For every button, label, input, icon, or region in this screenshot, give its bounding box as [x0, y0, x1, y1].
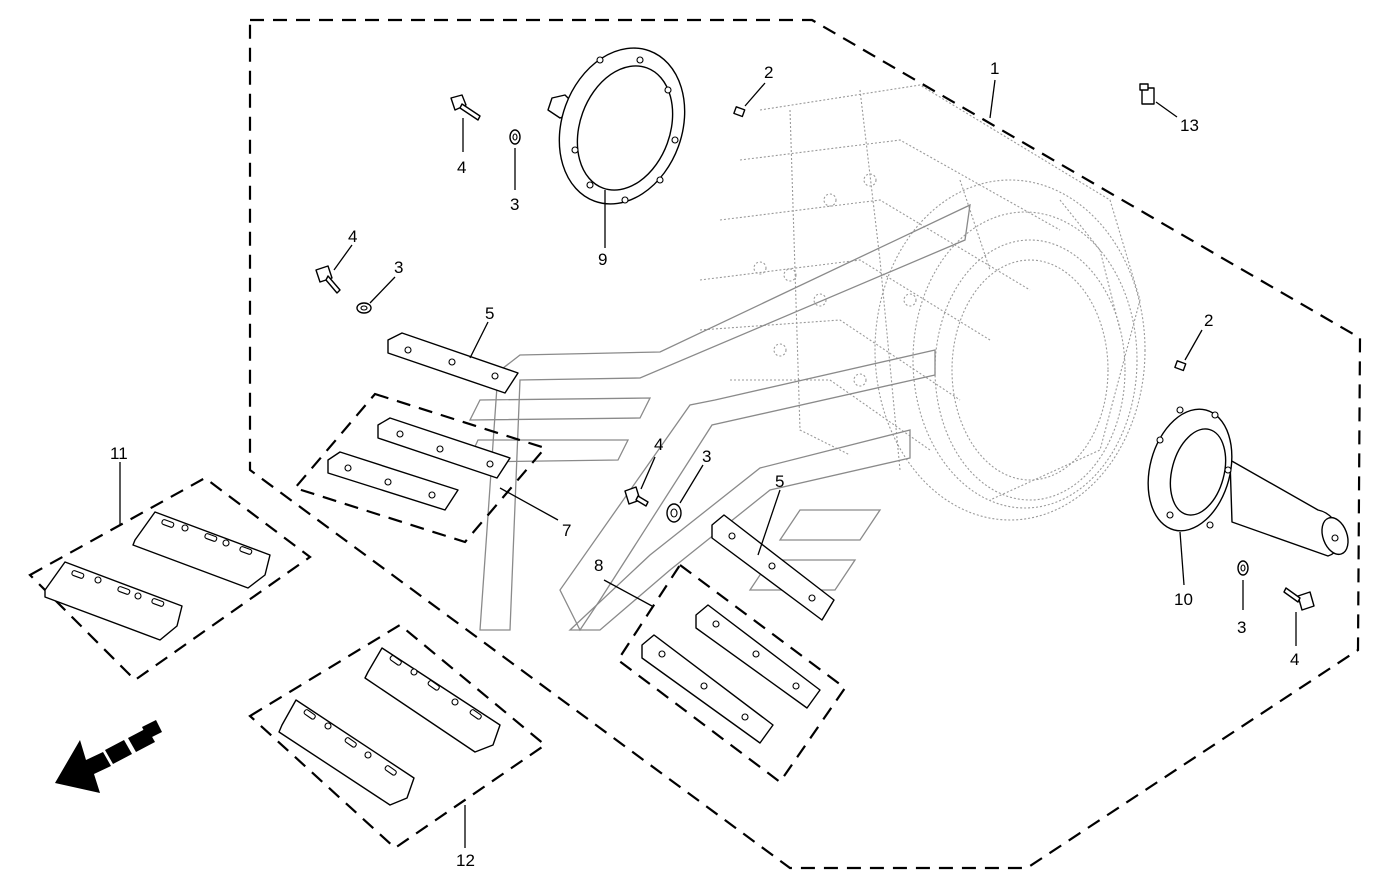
scraper-bars-part-7	[327, 417, 511, 511]
callout-2: 2	[764, 63, 773, 82]
callout-4: 4	[1290, 650, 1299, 669]
front-direction-arrow-icon	[55, 720, 162, 793]
scraper-bars-part-8	[641, 604, 821, 744]
callout-11: 11	[110, 444, 128, 463]
callout-5: 5	[485, 304, 494, 323]
callout-3: 3	[702, 447, 711, 466]
group-boundary-part-7	[293, 392, 547, 544]
callout-7: 7	[562, 521, 571, 540]
callout-3: 3	[394, 258, 403, 277]
callout-1: 1	[990, 59, 999, 78]
group-boundary-part-11	[28, 476, 312, 682]
group-boundary-part-8	[616, 563, 847, 784]
callout-3: 3	[510, 195, 519, 214]
bolt-4d	[1283, 587, 1315, 611]
callout-4: 4	[654, 435, 663, 454]
flange-cap-part-9	[547, 47, 686, 205]
bolt-4c	[624, 486, 649, 507]
callout-labels: 1 2 13 4 3 4 3 9 5 2 11 4 3 5 7 8 10 3 4…	[110, 59, 1299, 870]
assembly-boundary	[248, 18, 1362, 870]
callout-13: 13	[1180, 116, 1199, 135]
shaft-flange-part-10	[1147, 406, 1349, 557]
callout-9: 9	[598, 250, 607, 269]
callout-4: 4	[457, 158, 466, 177]
washers-3	[356, 129, 1249, 576]
sprocket-ghost	[699, 84, 1146, 521]
scraper-bar-part-5-upper	[387, 332, 519, 394]
bolt-4a	[450, 94, 481, 121]
fitting-part-13	[1139, 83, 1155, 105]
callout-12: 12	[456, 851, 475, 870]
callout-5: 5	[775, 472, 784, 491]
scraper-bar-part-5-lower	[711, 514, 835, 621]
bolt-4b	[315, 265, 341, 294]
blades-part-12	[278, 647, 501, 806]
callout-2: 2	[1204, 311, 1213, 330]
blades-part-11	[44, 511, 271, 641]
callout-10: 10	[1174, 590, 1193, 609]
leader-lines	[119, 79, 1297, 848]
callout-4: 4	[348, 227, 357, 246]
callout-3: 3	[1237, 618, 1246, 637]
group-boundary-part-12	[248, 623, 547, 850]
pins-2	[733, 106, 1187, 372]
callout-8: 8	[594, 556, 603, 575]
